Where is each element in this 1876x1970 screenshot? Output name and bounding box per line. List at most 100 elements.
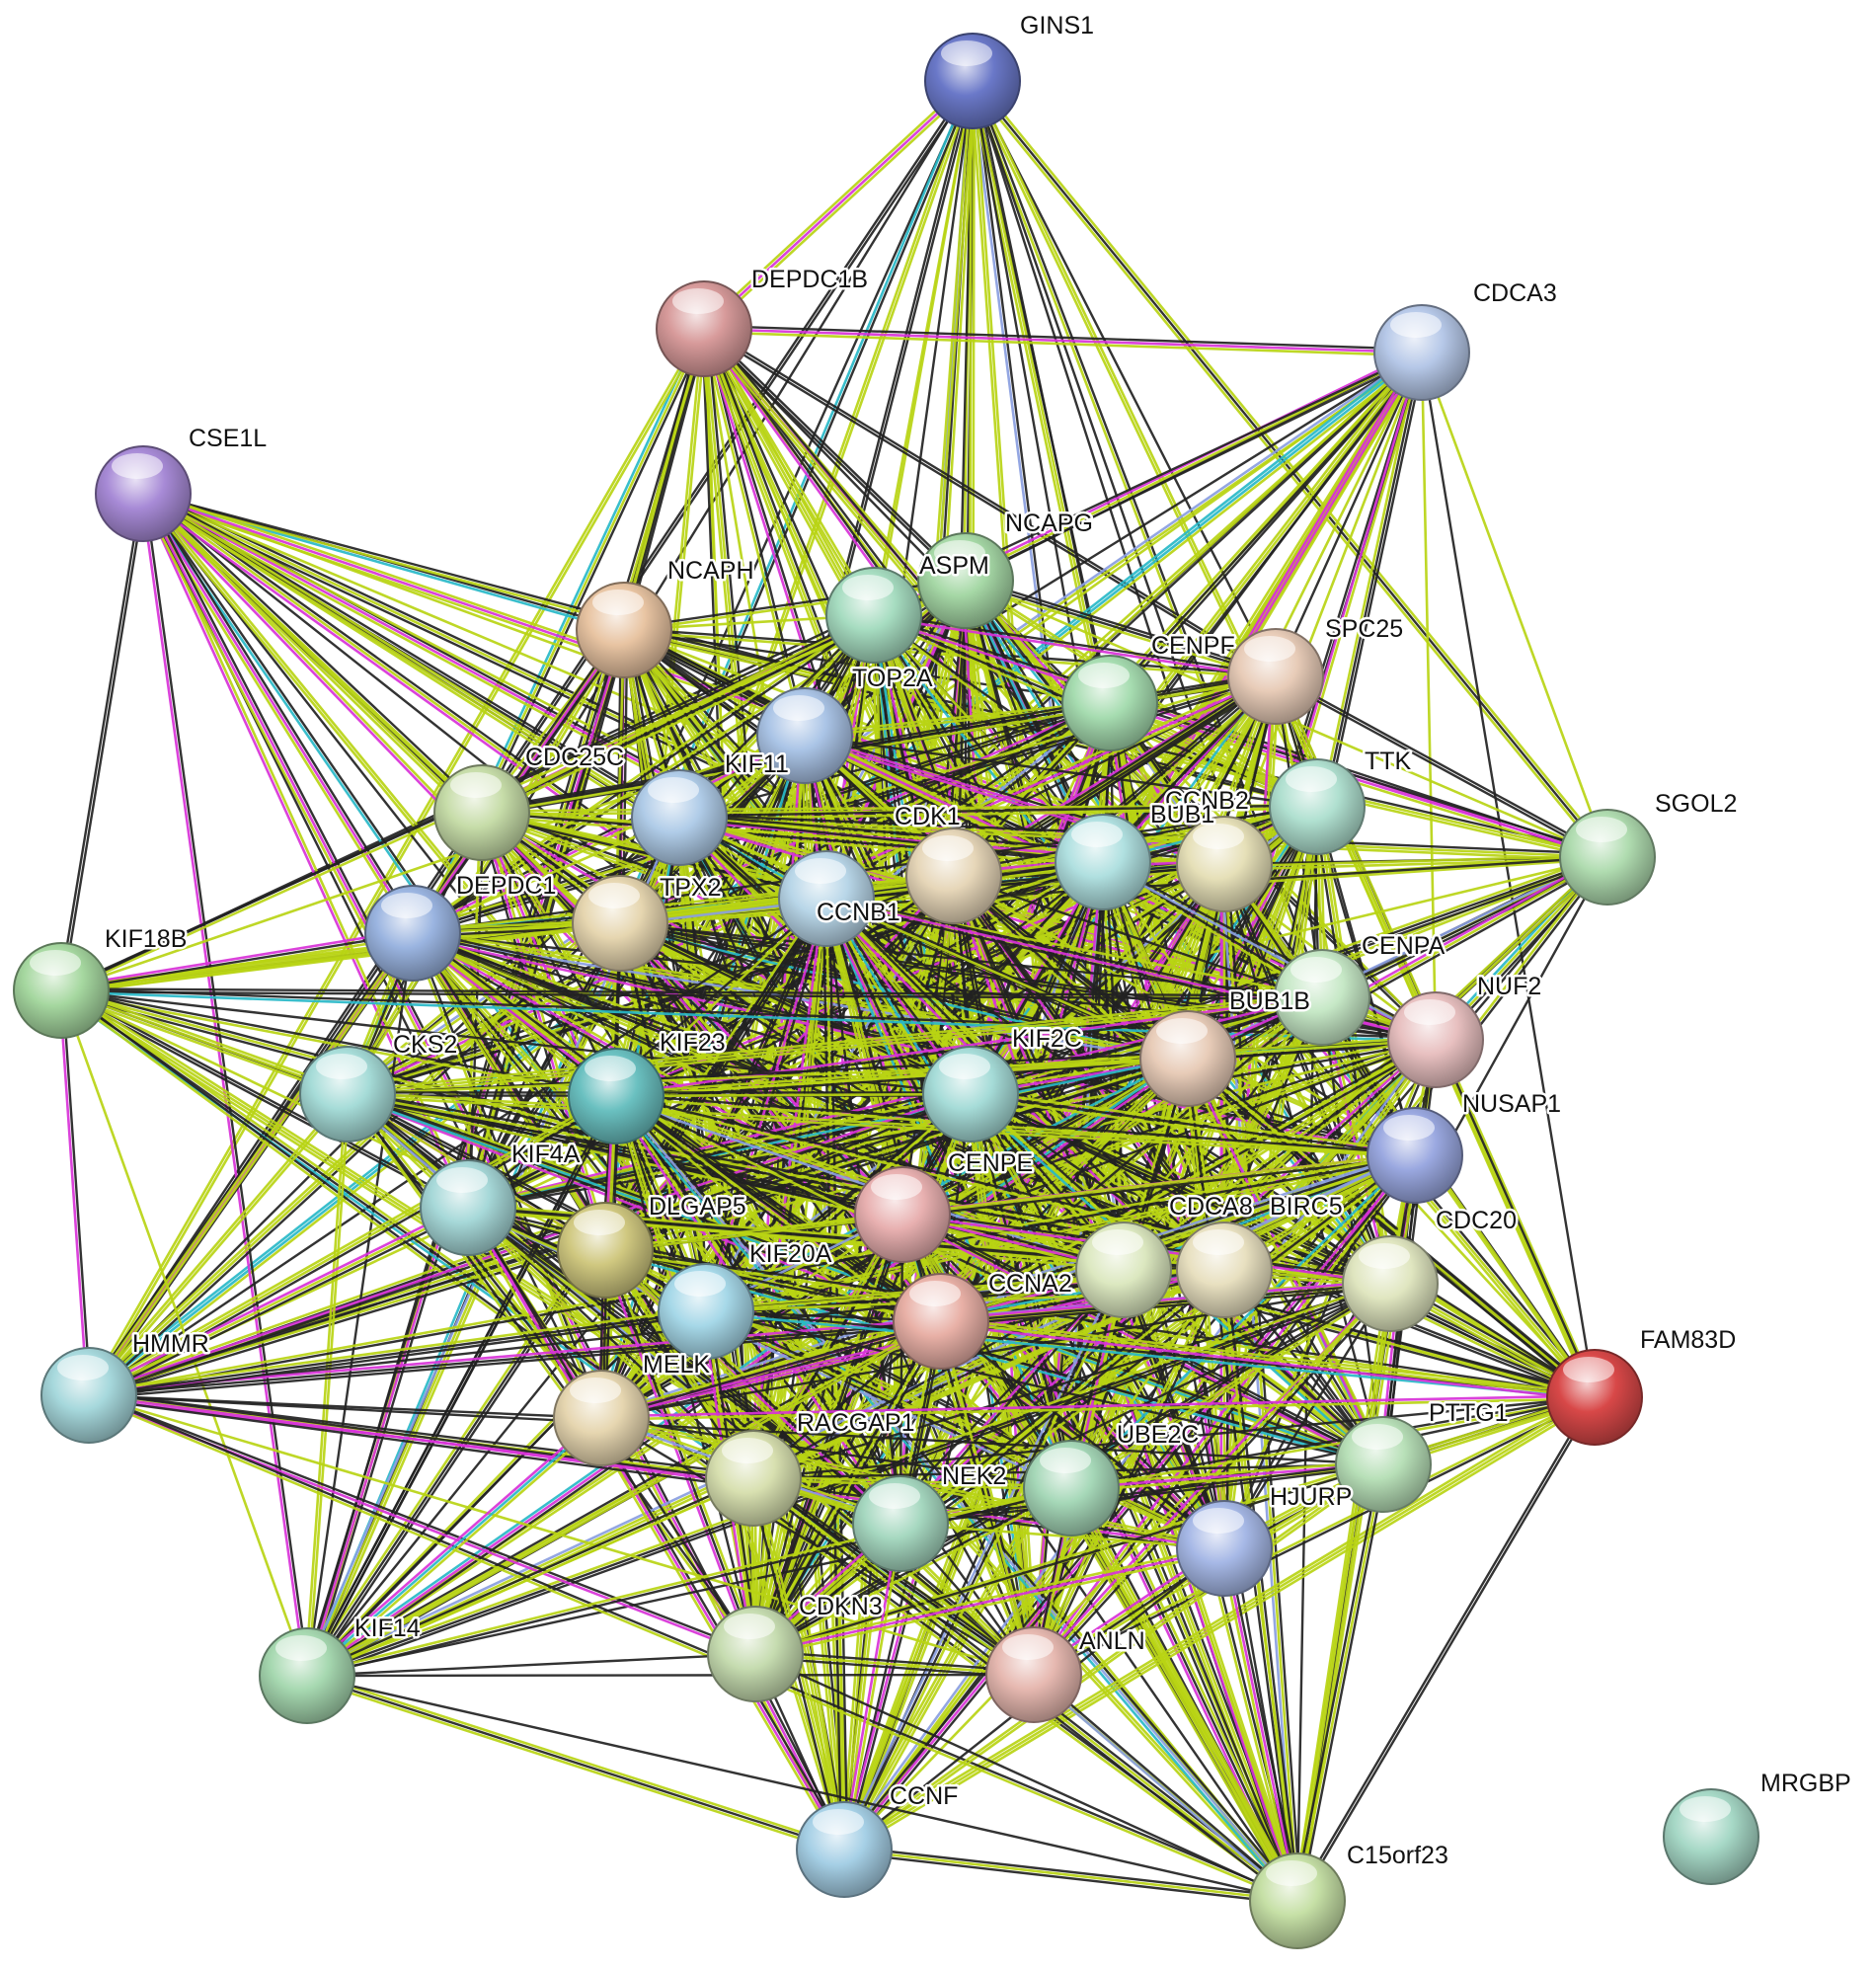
node-cks2[interactable]: CKS2: [299, 1029, 460, 1143]
node-cse1l[interactable]: CSE1L: [95, 423, 270, 542]
node-kif2c[interactable]: KIF2C: [922, 1023, 1084, 1143]
node-cdca3[interactable]: CDCA3: [1373, 277, 1559, 401]
edge-CDCA3-SPC25: [1274, 351, 1424, 678]
node-label: BUB1B: [1229, 987, 1310, 1015]
node-ncaph[interactable]: NCAPH: [576, 555, 756, 678]
node-depdc1[interactable]: DEPDC1: [364, 870, 559, 982]
node-hmmr[interactable]: HMMR: [40, 1328, 211, 1444]
edge-CCNA2-KIF14: [306, 1321, 944, 1679]
edge-DEPDC1-HMMR: [89, 932, 416, 1398]
node-kif4a[interactable]: KIF4A: [420, 1139, 583, 1256]
edge-ANLN-C15orf23: [1031, 1674, 1298, 1904]
node-nusap1[interactable]: NUSAP1: [1367, 1088, 1564, 1204]
node-ccnb1[interactable]: CCNB1: [778, 850, 902, 947]
edge-CENPF-BIRC5: [1111, 701, 1229, 1271]
edge-CENPA-CKS2: [346, 998, 1324, 1099]
edge-CCNB1-KIF20A: [701, 896, 825, 1312]
node-highlight: [722, 1438, 773, 1463]
edge-HJURP-C15orf23: [1219, 1547, 1296, 1903]
edge-DEPDC1B-CDCA3: [702, 330, 1424, 357]
node-aspm[interactable]: ASPM: [825, 550, 991, 664]
node-highlight: [773, 695, 824, 721]
edge-KIF2C-NUSAP1: [969, 1092, 1417, 1157]
edge-FAM83D-C15orf23: [1297, 1396, 1598, 1904]
node-kif20a[interactable]: KIF20A: [658, 1238, 834, 1360]
edge-KIF23-CCNA2: [616, 1092, 944, 1320]
node-cenpa[interactable]: CENPA: [1274, 930, 1447, 1046]
node-tpx2[interactable]: TPX2: [572, 872, 724, 972]
edge-KIF2C-NUSAP1: [970, 1089, 1417, 1154]
edge-FAM83D-C15orf23: [1294, 1394, 1595, 1902]
node-anln[interactable]: ANLN: [985, 1625, 1147, 1723]
node-bub1b[interactable]: BUB1B: [1139, 985, 1312, 1107]
edge-CDCA8-CDKN3: [753, 1268, 1126, 1656]
edge-RACGAP1-ANLN: [753, 1474, 1038, 1674]
edge-DEPDC1B-SPC25: [703, 326, 1279, 676]
edge-NUF2-FAM83D: [1436, 1038, 1598, 1398]
edge-BUB1B-FAM83D: [1186, 1057, 1597, 1399]
node-highlight: [842, 575, 894, 600]
node-top2a[interactable]: TOP2A: [756, 663, 935, 784]
node-ccna2[interactable]: CCNA2: [893, 1268, 1074, 1370]
edge-MELK-UBE2C: [599, 1416, 1073, 1490]
node-ccnb2[interactable]: CCNB2: [1163, 785, 1273, 912]
edge-KIF4A-CCNF: [463, 1208, 843, 1852]
edge-KIF2C-KIF4A: [466, 1091, 972, 1208]
edge-CENPE-RACGAP1: [751, 1213, 904, 1480]
edge-KIF4A-HMMR: [89, 1209, 471, 1400]
node-kif11[interactable]: KIF11: [631, 749, 791, 866]
edge-FAM83D-RACGAP1: [751, 1395, 1597, 1480]
node-spc25[interactable]: SPC25: [1227, 613, 1406, 725]
node-cdc20[interactable]: CDC20: [1342, 1205, 1519, 1332]
node-cenpf[interactable]: CENPF: [1061, 630, 1237, 751]
node-ncapg[interactable]: NCAPG: [917, 508, 1095, 629]
edge-CDC25C-BUB1: [480, 814, 1104, 867]
node-highlight: [381, 893, 432, 918]
node-ube2c[interactable]: UBE2C: [1023, 1419, 1202, 1537]
edge-FAM83D-ANLN: [1033, 1397, 1597, 1678]
node-cdk1[interactable]: CDK1: [893, 801, 1002, 924]
node-label: DEPDC1B: [751, 266, 868, 293]
node-depdc1b[interactable]: DEPDC1B: [656, 264, 871, 377]
node-nek2[interactable]: NEK2: [852, 1460, 1009, 1572]
node-label: BUB1: [1150, 801, 1214, 828]
node-nuf2[interactable]: NUF2: [1387, 971, 1544, 1088]
node-racgap1[interactable]: RACGAP1: [705, 1407, 917, 1527]
node-label: CENPF: [1151, 632, 1235, 660]
node-dlgap5[interactable]: DLGAP5: [557, 1191, 748, 1299]
node-birc5[interactable]: BIRC5: [1176, 1191, 1345, 1318]
node-bub1[interactable]: BUB1: [1055, 799, 1217, 910]
node-c15orf23[interactable]: C15orf23: [1249, 1840, 1450, 1949]
node-cdkn3[interactable]: CDKN3: [707, 1591, 885, 1702]
edge-KIF23-KIF14: [304, 1093, 616, 1677]
node-label: CKS2: [393, 1031, 457, 1059]
node-cenpe[interactable]: CENPE: [854, 1147, 1036, 1263]
edge-BIRC5-HMMR: [87, 1268, 1226, 1397]
node-gins1[interactable]: GINS1: [924, 10, 1097, 129]
node-label: NEK2: [942, 1462, 1006, 1490]
edge-CCNB1-HMMR: [87, 897, 828, 1397]
node-hjurp[interactable]: HJURP: [1176, 1481, 1355, 1597]
node-label: CENPA: [1362, 932, 1446, 960]
edge-ASPM-DEPDC1: [410, 612, 875, 934]
node-melk[interactable]: MELK: [553, 1349, 713, 1466]
node-mrgbp[interactable]: MRGBP: [1663, 1768, 1853, 1885]
node-ttk[interactable]: TTK: [1269, 746, 1414, 855]
node-kif23[interactable]: KIF23: [568, 1027, 728, 1144]
node-label: BIRC5: [1270, 1193, 1343, 1221]
node-fam83d[interactable]: FAM83D: [1546, 1324, 1739, 1446]
node-pttg1[interactable]: PTTG1: [1335, 1397, 1511, 1513]
node-highlight: [1286, 766, 1337, 792]
node-cdc25c[interactable]: CDC25C: [433, 742, 627, 861]
edge-UBE2C-C15orf23: [1069, 1486, 1299, 1903]
edge-CDCA3-NUF2: [1420, 351, 1438, 1042]
node-label: RACGAP1: [797, 1409, 914, 1437]
node-sgol2[interactable]: SGOL2: [1559, 788, 1740, 906]
node-kif18b[interactable]: KIF18B: [13, 923, 190, 1039]
node-label: GINS1: [1020, 12, 1094, 39]
edge-CDKN3-C15orf23: [753, 1652, 1299, 1903]
node-ccnf[interactable]: CCNF: [796, 1780, 961, 1898]
node-cdca8[interactable]: CDCA8: [1075, 1191, 1255, 1318]
node-kif14[interactable]: KIF14: [259, 1613, 423, 1724]
